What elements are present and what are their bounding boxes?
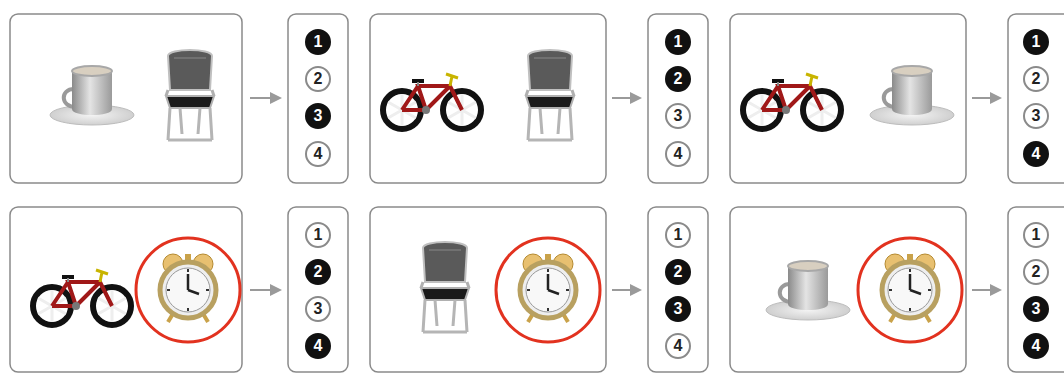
number-circle: 2 xyxy=(665,66,691,92)
number-label: 3 xyxy=(305,296,331,322)
number-circle: 3 xyxy=(305,296,331,322)
number-label: 2 xyxy=(305,259,331,285)
number-label: 1 xyxy=(1023,29,1049,55)
number-circle: 1 xyxy=(1023,29,1049,55)
number-circle: 1 xyxy=(1023,222,1049,248)
number-label: 4 xyxy=(665,141,691,167)
number-circle: 1 xyxy=(665,222,691,248)
number-circle: 4 xyxy=(1023,141,1049,167)
number-label: 1 xyxy=(665,29,691,55)
number-label: 3 xyxy=(665,296,691,322)
number-label: 2 xyxy=(305,66,331,92)
number-label: 3 xyxy=(1023,103,1049,129)
number-circle: 4 xyxy=(305,333,331,359)
number-circle: 4 xyxy=(1023,333,1049,359)
number-label: 4 xyxy=(1023,141,1049,167)
number-label: 4 xyxy=(1023,333,1049,359)
number-label: 3 xyxy=(665,103,691,129)
number-circle: 2 xyxy=(665,259,691,285)
number-circle: 3 xyxy=(665,103,691,129)
number-circle: 1 xyxy=(665,29,691,55)
number-label: 2 xyxy=(1023,66,1049,92)
number-circle: 2 xyxy=(1023,66,1049,92)
number-circle: 3 xyxy=(665,296,691,322)
number-label: 1 xyxy=(305,29,331,55)
number-circle: 4 xyxy=(665,333,691,359)
number-circle: 1 xyxy=(305,29,331,55)
number-label: 4 xyxy=(305,333,331,359)
number-circle: 3 xyxy=(1023,296,1049,322)
number-label: 1 xyxy=(1023,222,1049,248)
number-label: 1 xyxy=(305,222,331,248)
number-label: 2 xyxy=(665,66,691,92)
number-circle: 3 xyxy=(305,103,331,129)
number-label: 2 xyxy=(665,259,691,285)
number-label: 3 xyxy=(305,103,331,129)
number-circle: 1 xyxy=(305,222,331,248)
number-circle: 2 xyxy=(305,259,331,285)
number-circle: 4 xyxy=(305,141,331,167)
number-label: 4 xyxy=(665,333,691,359)
number-circle: 3 xyxy=(1023,103,1049,129)
number-label: 1 xyxy=(665,222,691,248)
number-label: 4 xyxy=(305,141,331,167)
number-circle: 2 xyxy=(305,66,331,92)
number-circle: 2 xyxy=(1023,259,1049,285)
number-label: 3 xyxy=(1023,296,1049,322)
number-label: 2 xyxy=(1023,259,1049,285)
number-circle: 4 xyxy=(665,141,691,167)
